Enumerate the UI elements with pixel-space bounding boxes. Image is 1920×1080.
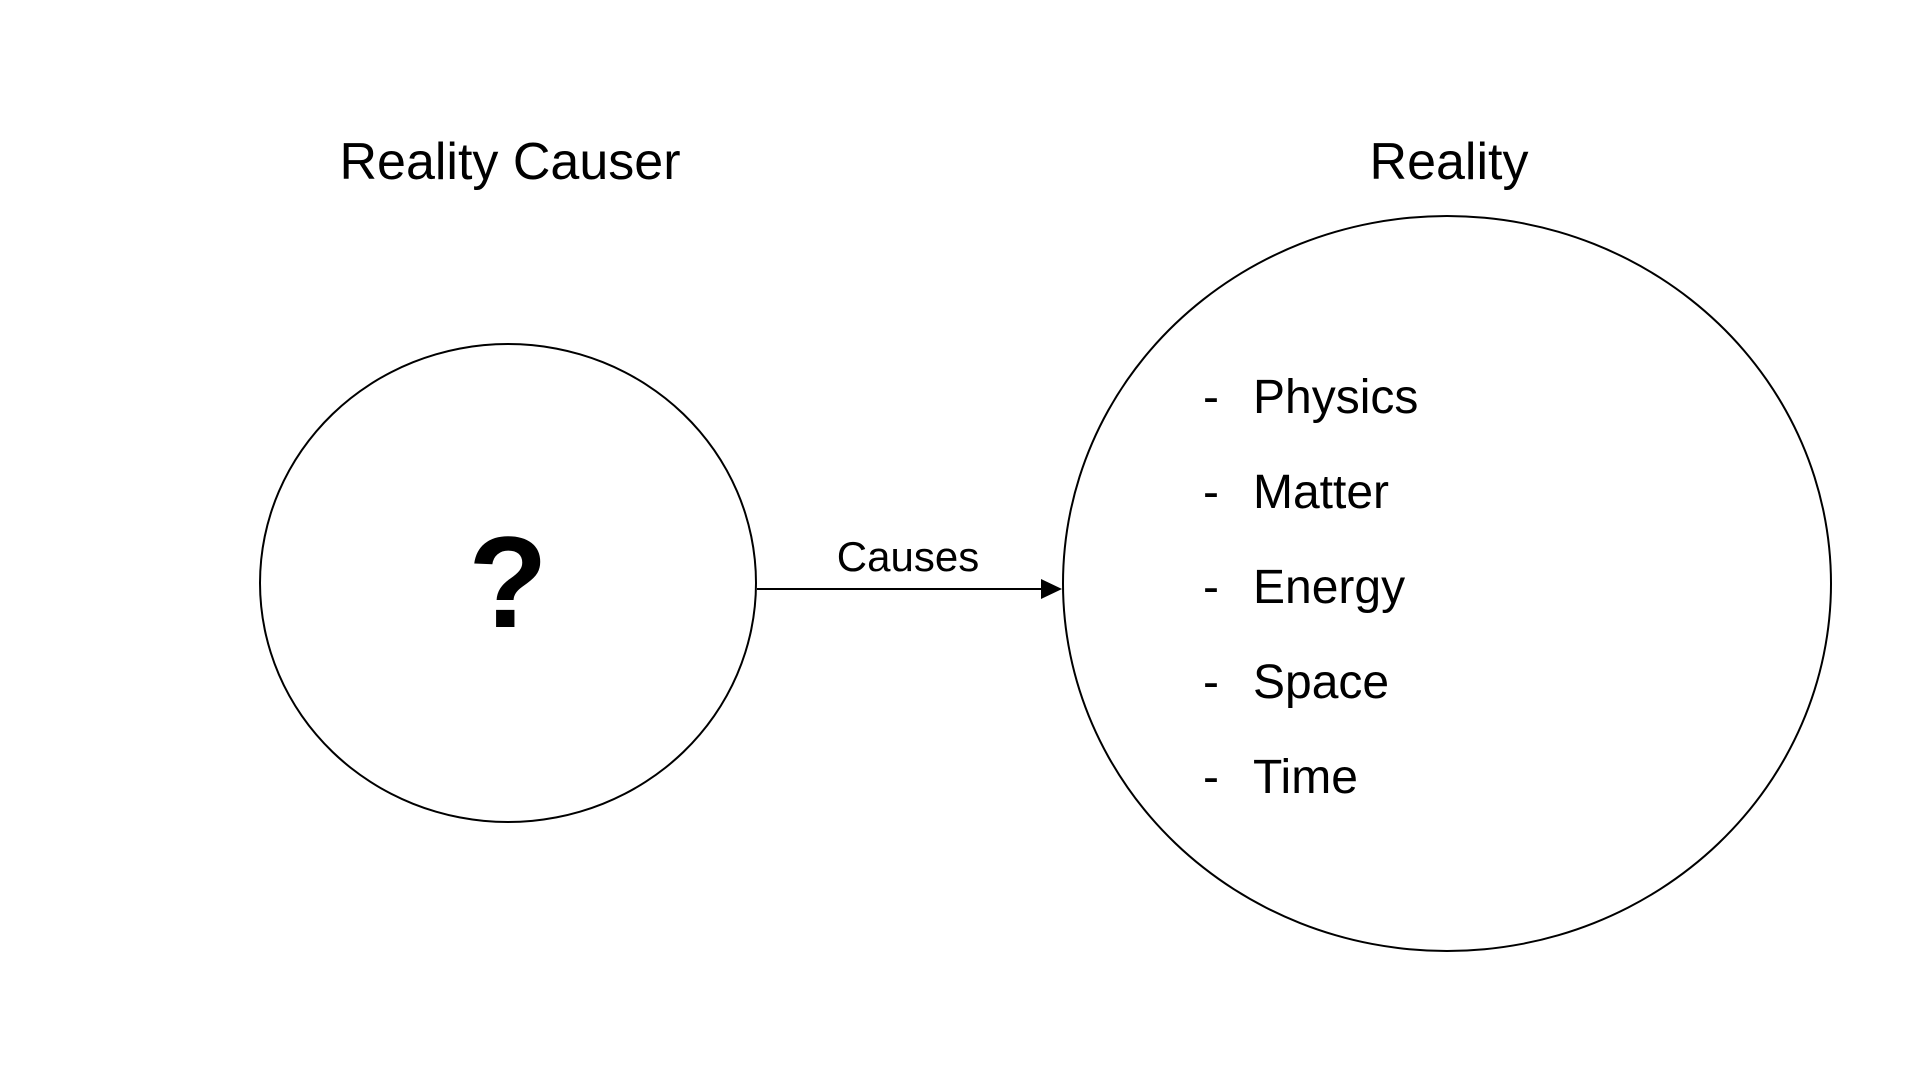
right-node-title: Reality xyxy=(1369,133,1529,191)
list-item: - Energy xyxy=(1203,540,1418,635)
bullet-dash: - xyxy=(1203,370,1219,424)
list-item-label: Matter xyxy=(1253,465,1390,519)
list-item: - Space xyxy=(1203,635,1418,730)
list-item: - Time xyxy=(1203,730,1418,825)
list-item-label: Energy xyxy=(1253,560,1406,614)
list-item-label: Space xyxy=(1253,655,1390,709)
list-item: - Matter xyxy=(1203,445,1418,540)
reality-items-list: - Physics - Matter - Energy - Space - Ti… xyxy=(1203,350,1418,825)
question-mark-symbol: ? xyxy=(468,509,548,655)
bullet-dash: - xyxy=(1203,750,1219,804)
causes-arrow-line xyxy=(757,588,1045,590)
causes-label: Causes xyxy=(836,533,980,580)
arrow-head-icon xyxy=(1041,579,1062,599)
left-node-title: Reality Causer xyxy=(339,133,681,191)
bullet-dash: - xyxy=(1203,465,1219,519)
reality-causer-circle xyxy=(259,343,757,823)
list-item-label: Time xyxy=(1253,750,1358,804)
list-item-label: Physics xyxy=(1253,370,1419,424)
bullet-dash: - xyxy=(1203,655,1219,709)
list-item: - Physics xyxy=(1203,350,1418,445)
bullet-dash: - xyxy=(1203,560,1219,614)
reality-circle xyxy=(1062,215,1832,952)
